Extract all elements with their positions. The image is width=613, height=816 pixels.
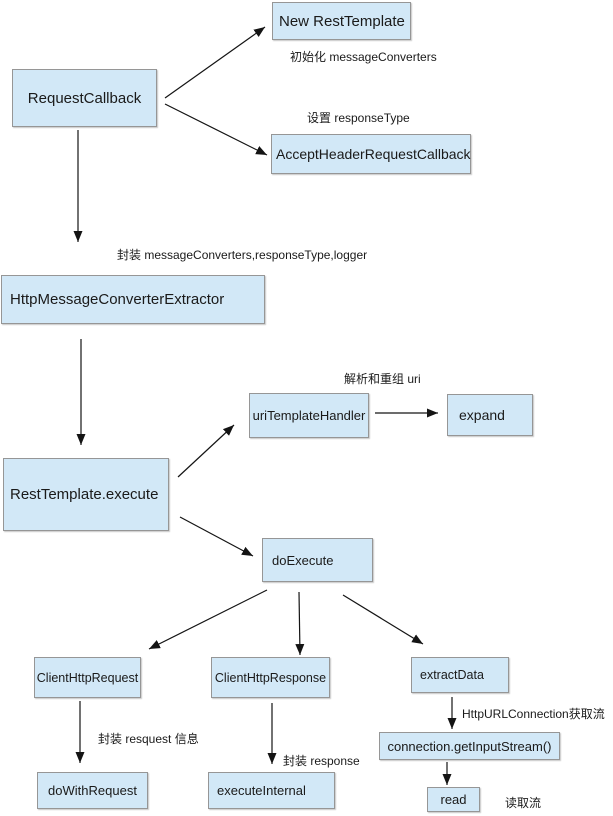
annotation-parse-rebuild-uri: 解析和重组 uri — [344, 372, 421, 386]
arrow-doexecute-to-clienthttprequest — [148, 589, 268, 650]
annotation-read-stream: 读取流 — [505, 796, 542, 810]
node-http-message-converter-extractor: HttpMessageConverterExtractor — [1, 275, 265, 324]
arrow-doexecute-to-clienthttpresponse — [295, 591, 305, 656]
arrow-doexecute-to-extractdata — [342, 594, 424, 645]
annotation-wrap-request-info: 封装 resquest 信息 — [98, 732, 199, 746]
node-resttemplate-execute: RestTemplate.execute — [3, 458, 169, 531]
annotation-init-message-converters: 初始化 messageConverters — [290, 50, 437, 64]
node-extract-data: extractData — [411, 657, 509, 693]
node-read: read — [427, 787, 480, 812]
arrow-requestcallback-to-newresttemplate — [164, 26, 266, 99]
node-accept-header-request-callback: AcceptHeaderRequestCallback — [271, 134, 471, 174]
arrow-execute-to-doexecute — [179, 516, 254, 557]
annotation-set-response-type: 设置 responseType — [307, 111, 410, 125]
node-request-callback: RequestCallback — [12, 69, 157, 127]
node-expand: expand — [447, 394, 533, 436]
annotation-wrap-response: 封装 response — [283, 754, 360, 768]
node-uri-template-handler: uriTemplateHandler — [249, 393, 369, 438]
annotation-wrap-converters: 封装 messageConverters,responseType,logger — [117, 248, 368, 262]
arrow-execute-to-uritemplatehandler — [177, 424, 235, 478]
node-new-resttemplate: New RestTemplate — [272, 2, 411, 40]
annotation-http-url-connection-get-stream: HttpURLConnection获取流 — [462, 707, 605, 721]
node-do-execute: doExecute — [262, 538, 373, 582]
node-execute-internal: executeInternal — [208, 772, 335, 809]
node-connection-get-input-stream: connection.getInputStream() — [379, 732, 560, 760]
node-do-with-request: doWithRequest — [37, 772, 148, 809]
node-client-http-request: ClientHttpRequest — [34, 657, 141, 698]
node-client-http-response: ClientHttpResponse — [211, 657, 330, 698]
arrow-requestcallback-to-acceptheader — [164, 103, 268, 156]
